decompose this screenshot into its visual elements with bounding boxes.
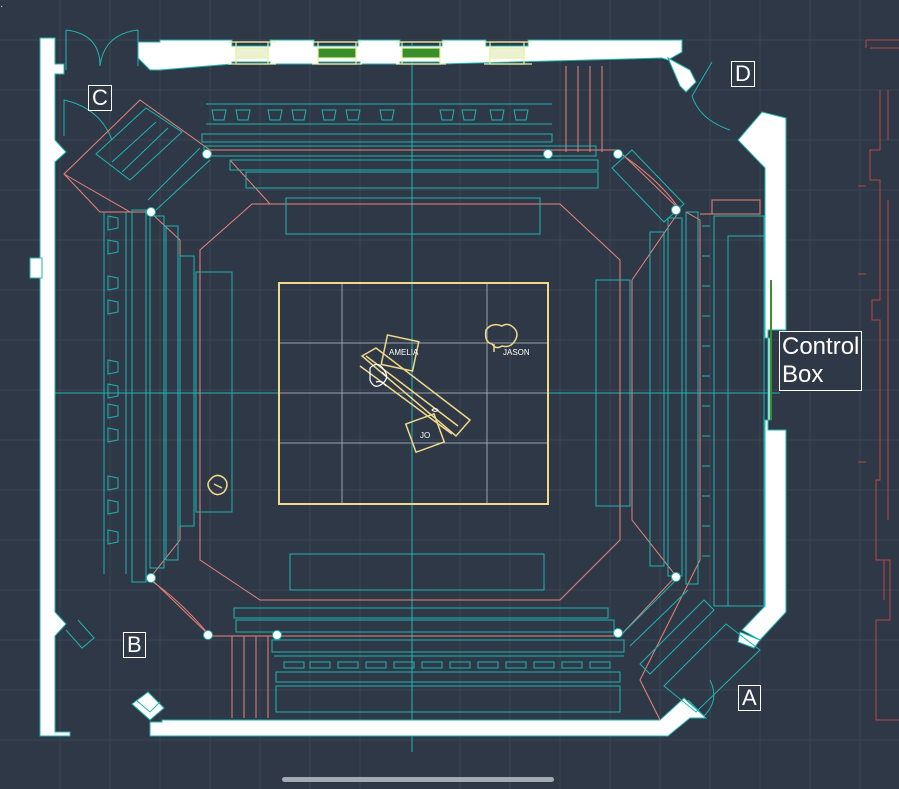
set-pieces [207, 323, 518, 496]
light-fixture-2 [312, 41, 362, 65]
actor-labels: AMELIA JASON JO [389, 348, 530, 440]
actor-label-jo: JO [420, 431, 430, 440]
lighting-fixtures [228, 41, 532, 65]
corner-pillars [146, 149, 681, 640]
wall-bottom [149, 697, 708, 737]
light-fixture-1 [228, 41, 276, 65]
wall-left-nub [29, 257, 43, 279]
bottom-chair-row [274, 655, 624, 669]
amelia-chair [380, 334, 420, 372]
door-label-d: D [731, 61, 755, 87]
stage-outline [278, 282, 549, 505]
light-fixture-4 [484, 41, 532, 65]
actor-label-jason: JASON [503, 348, 530, 357]
seating-blocks [95, 103, 772, 713]
right-chair-row [702, 225, 710, 557]
prop-on-left-seating [207, 474, 228, 496]
door-label-c: C [88, 85, 112, 111]
horizontal-scroll-indicator[interactable] [282, 777, 554, 782]
wall-right-bottom-stub [737, 631, 761, 649]
door-swings [63, 29, 731, 717]
light-fixture-3 [396, 41, 446, 65]
control-box-label: Control Box [779, 331, 863, 391]
control-box-line-1: Control [782, 333, 860, 360]
section-elevation-drawing [858, 39, 899, 721]
corner-mark-icon: · [0, 1, 4, 12]
wall-left [39, 37, 71, 737]
door-label-b: B [123, 632, 146, 658]
control-box-line-2: Box [782, 361, 824, 388]
props-cluster [369, 363, 389, 387]
diagonal-platform [360, 347, 472, 438]
jo-chair [404, 412, 446, 454]
door-label-a: A [738, 685, 761, 711]
stage-area [278, 282, 549, 505]
top-chair-row [206, 103, 552, 125]
actor-label-amelia: AMELIA [389, 348, 419, 357]
wall-bottom-left-stub [131, 691, 165, 721]
jason-figure [484, 323, 518, 352]
wall-right-top [666, 56, 697, 93]
left-chair-row [103, 212, 127, 574]
